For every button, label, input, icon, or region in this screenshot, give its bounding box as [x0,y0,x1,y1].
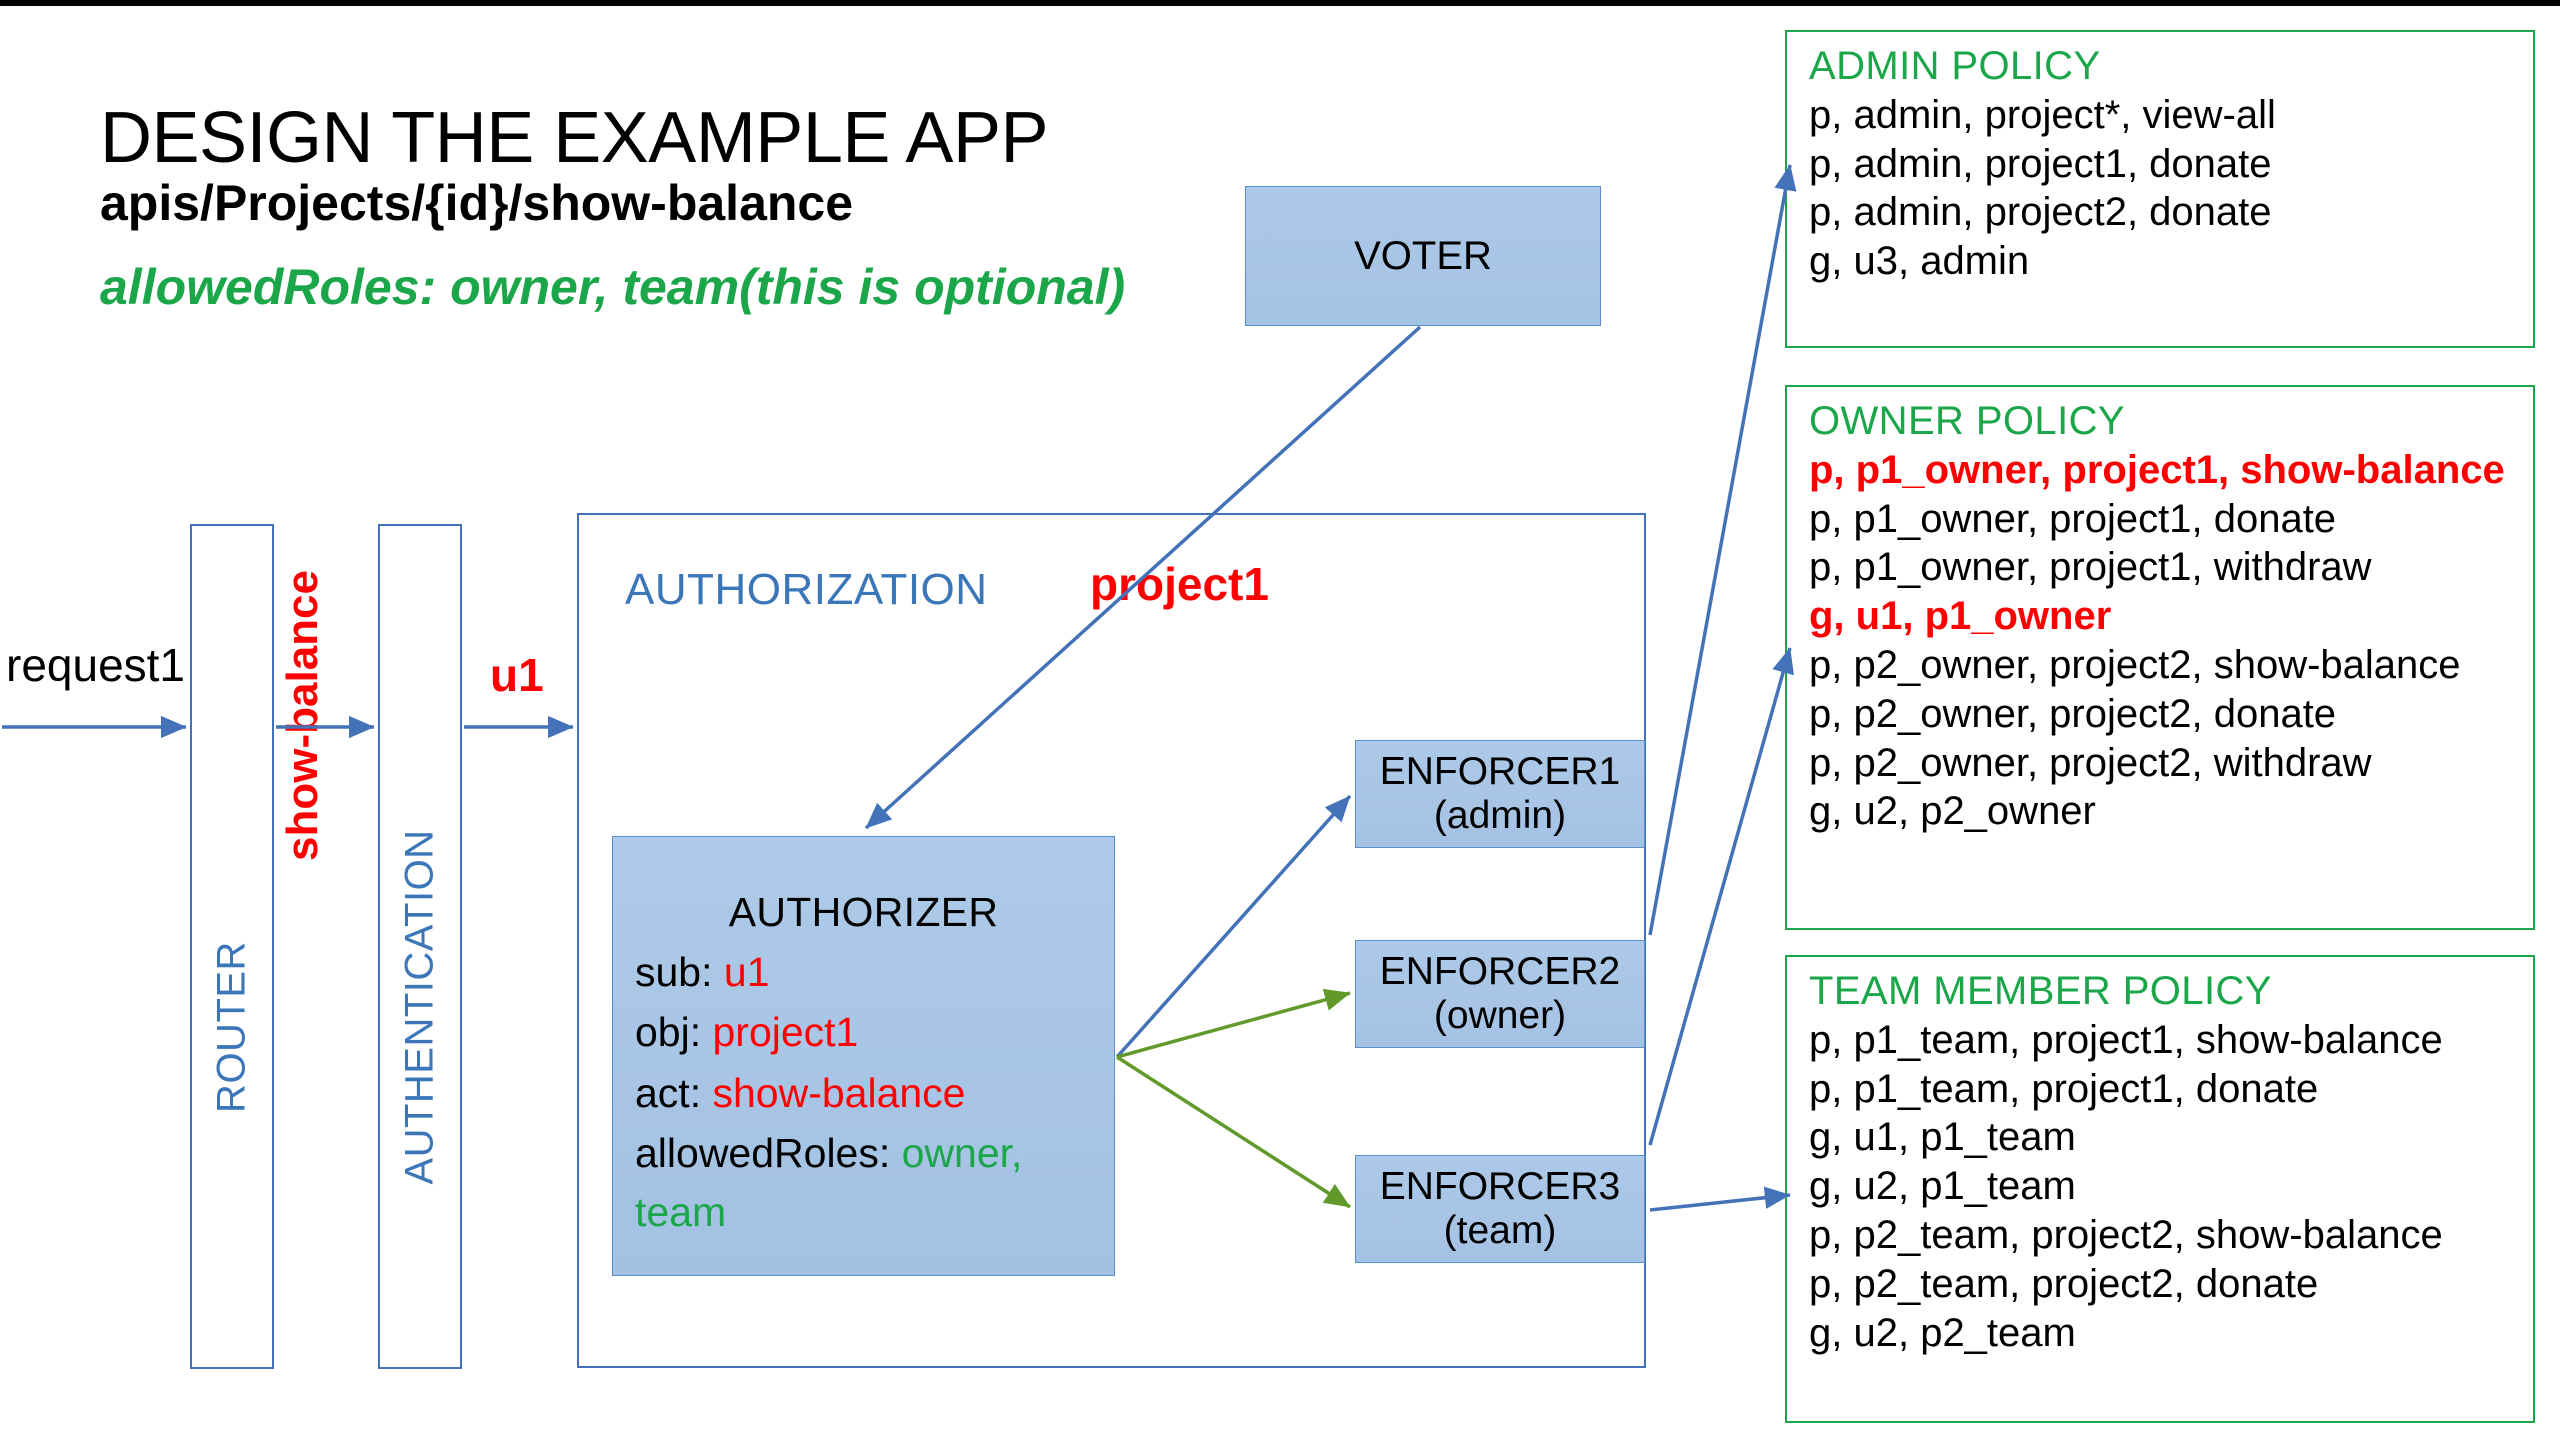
team-policy-box[interactable]: TEAM MEMBER POLICY p, p1_team, project1,… [1785,955,2535,1423]
owner-policy-row: g, u1, p1_owner [1809,594,2112,639]
request1-label: request1 [6,639,186,691]
enforcer1-text: ENFORCER1 (admin) [1380,750,1621,837]
enforcer1-name: ENFORCER1 [1379,750,1621,794]
enforcer1-role: (admin) [1433,794,1567,837]
voter-node[interactable]: VOTER [1245,186,1601,326]
team-policy-row: p, p1_team, project1, show-balance [1809,1017,2443,1062]
show-balance-label: show-balance [278,570,327,861]
router-lane-label: ROUTER [209,940,254,1113]
admin-policy-row: p, admin, project1, donate [1809,141,2272,186]
admin-policy-row: p, admin, project2, donate [1809,190,2272,235]
authorizer-obj-value: project1 [712,1009,859,1056]
authorizer-node[interactable]: AUTHORIZER sub: u1 obj: project1 act: sh… [612,836,1115,1276]
admin-policy-row: p, admin, project*, view-all [1809,92,2276,137]
owner-policy-row: p, p1_owner, project1, withdraw [1809,545,2372,590]
enforcer1-node[interactable]: ENFORCER1 (admin) [1355,740,1645,848]
arrow-enforcer1-to-admin-policy [1648,164,1797,936]
page-title: DESIGN THE EXAMPLE APP [100,98,1049,178]
authorizer-sub-row: sub: u1 [635,948,1114,996]
authentication-lane-label: AUTHENTICATION [397,828,442,1185]
team-policy-row: g, u2, p1_team [1809,1164,2076,1209]
admin-policy-row: g, u3, admin [1809,239,2030,284]
owner-policy-box[interactable]: OWNER POLICY p, p1_owner, project1, show… [1785,385,2535,930]
project1-label: project1 [1090,558,1269,610]
endpoint-path: apis/Projects/{id}/show-balance [100,175,854,231]
team-policy-row: g, u1, p1_team [1809,1115,2076,1160]
admin-policy-box[interactable]: ADMIN POLICY p, admin, project*, view-al… [1785,30,2535,348]
enforcer3-name: ENFORCER3 [1379,1165,1621,1209]
authorizer-obj-row: obj: project1 [635,1008,1114,1056]
enforcer3-text: ENFORCER3 (team) [1380,1165,1621,1252]
u1-label: u1 [490,649,544,701]
team-policy-row: p, p1_team, project1, donate [1809,1066,2319,1111]
owner-policy-row: p, p2_owner, project2, withdraw [1809,740,2372,785]
authorizer-act-row: act: show-balance [635,1069,1114,1117]
authorizer-roles-value: owner, [901,1130,1023,1177]
owner-policy-row: g, u2, p2_owner [1809,789,2096,834]
owner-policy-row: p, p2_owner, project2, show-balance [1809,642,2461,687]
owner-policy-row: p, p1_owner, project1, show-balance [1809,447,2505,492]
enforcer3-node[interactable]: ENFORCER3 (team) [1355,1155,1645,1263]
owner-policy-title: OWNER POLICY [1809,399,2125,443]
authorizer-sub-value: u1 [723,949,770,995]
team-policy-row: p, p2_team, project2, donate [1809,1261,2319,1306]
authorizer-sub-key: sub: [635,949,724,995]
authorizer-header: AUTHORIZER [728,889,999,935]
authorization-label: AUTHORIZATION [625,565,988,614]
admin-policy-title: ADMIN POLICY [1809,44,2101,88]
arrow-enforcer2-to-owner-policy [1648,647,1794,1146]
authorizer-obj-key: obj: [635,1009,713,1056]
team-policy-title: TEAM MEMBER POLICY [1809,969,2272,1013]
authentication-lane[interactable]: AUTHENTICATION [378,524,462,1369]
owner-policy-row: p, p2_owner, project2, donate [1809,691,2337,736]
enforcer2-role: (owner) [1433,994,1567,1037]
enforcer2-node[interactable]: ENFORCER2 (owner) [1355,940,1645,1048]
authorizer-roles-row: allowedRoles: owner, [635,1129,1114,1177]
authorizer-roles-value-2: team [635,1188,727,1235]
authorizer-act-key: act: [635,1069,713,1116]
owner-policy-row: p, p1_owner, project1, donate [1809,496,2337,541]
team-policy-row: g, u2, p2_team [1809,1310,2076,1355]
top-black-bar [0,0,2560,6]
allowed-roles-note: allowedRoles: owner, team(this is option… [100,259,1126,315]
enforcer2-name: ENFORCER2 [1379,950,1621,994]
team-policy-row: p, p2_team, project2, show-balance [1809,1212,2443,1257]
authorizer-roles-key: allowedRoles: [635,1130,902,1177]
arrow-enforcer3-to-team-policy [1649,1186,1791,1212]
authorizer-act-value: show-balance [712,1069,966,1116]
router-lane[interactable]: ROUTER [190,524,274,1369]
voter-label: VOTER [1354,233,1492,278]
enforcer3-role: (team) [1443,1209,1557,1252]
enforcer2-text: ENFORCER2 (owner) [1380,950,1621,1037]
